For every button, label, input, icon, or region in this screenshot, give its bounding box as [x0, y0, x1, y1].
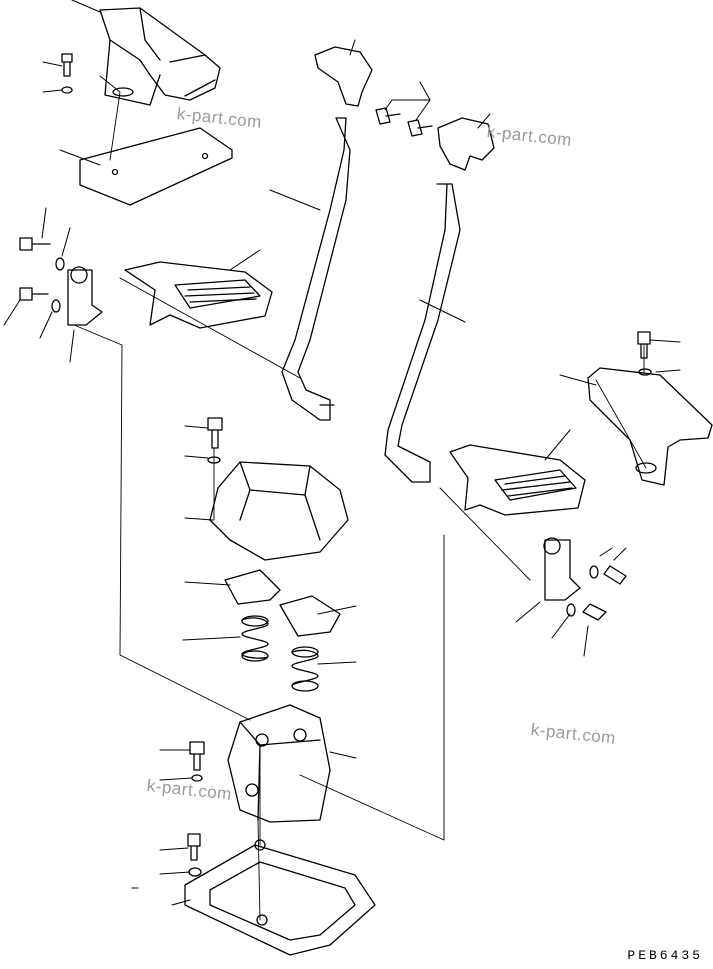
screw-2 — [407, 119, 433, 137]
left-lever-knob — [314, 46, 373, 107]
washer-9 — [188, 867, 202, 877]
assembly-lines — [73, 75, 647, 921]
bolt-2 — [19, 237, 51, 251]
bolt-9 — [187, 833, 201, 861]
left-pivot-bracket — [67, 266, 103, 326]
washer-3 — [51, 299, 61, 313]
bolt-7 — [207, 417, 223, 449]
left-pedal — [124, 261, 273, 329]
valve-body — [227, 704, 331, 823]
bolt-5 — [603, 565, 627, 585]
washer-1 — [61, 86, 73, 94]
spring-2 — [291, 646, 319, 692]
bolt-6 — [582, 603, 607, 621]
bolt-3 — [19, 287, 49, 301]
washer-4 — [638, 368, 652, 376]
right-pedal-cover — [587, 367, 713, 486]
seat-1 — [224, 569, 281, 605]
leader-lines — [3, 0, 681, 906]
washer-5 — [589, 565, 599, 579]
left-pedal-cover — [99, 7, 221, 106]
screw-1 — [375, 107, 401, 125]
cover-plate — [79, 127, 233, 206]
right-pedal — [449, 444, 586, 516]
right-pivot-bracket — [543, 537, 581, 601]
valve-cover — [209, 461, 349, 561]
left-lever-rod — [281, 117, 351, 421]
washer-2 — [55, 257, 65, 271]
bolt-1 — [61, 53, 73, 77]
bolt-8 — [189, 741, 205, 771]
spring-1 — [241, 615, 269, 662]
drawing-code: PEB6435 — [627, 948, 703, 963]
seat-2 — [279, 595, 341, 637]
washer-6 — [566, 603, 576, 617]
base-gasket — [184, 839, 376, 956]
right-lever-knob — [437, 117, 495, 171]
right-lever-rod — [384, 183, 461, 483]
